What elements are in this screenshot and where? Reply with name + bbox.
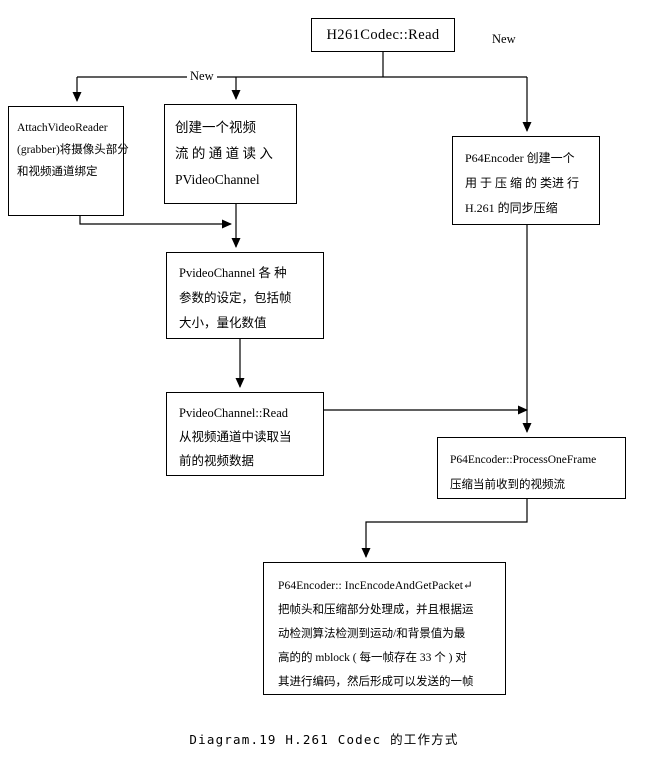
- node-attach-video-reader[interactable]: AttachVideoReader (grabber)将摄像头部分 和视频通道绑…: [8, 106, 129, 216]
- diagram-caption: Diagram.19 H.261 Codec 的工作方式: [189, 732, 459, 747]
- edge-attach-to-spine: [79, 216, 232, 229]
- node-line: AttachVideoReader: [17, 122, 108, 134]
- node-create-video-channel[interactable]: 创建一个视频 流 的 通 道 读 入 PVideoChannel: [164, 104, 297, 204]
- node-process-one-frame[interactable]: P64Encoder::ProcessOneFrame 压缩当前收到的视频流: [437, 437, 626, 499]
- node-line: 其进行编码，然后形成可以发送的一帧: [278, 676, 474, 688]
- node-pvideochannel-read[interactable]: PvideoChannel::Read 从视频通道中读取当 前的视频数据: [166, 392, 324, 476]
- node-line: 动检测算法检测到运动/和背景值为最: [278, 628, 466, 640]
- node-line: 把帧头和压缩部分处理成，并且根据运: [278, 604, 474, 616]
- node-line: 参数的设定，包括帧: [179, 291, 292, 305]
- node-line: 从视频通道中读取当: [179, 430, 292, 444]
- node-line: 高的的 mblock ( 每一帧存在 33 个 ) 对: [278, 652, 467, 664]
- node-line: 创建一个视频: [175, 120, 256, 135]
- node-line: H.261 的同步压缩: [465, 201, 558, 215]
- node-line: 前的视频数据: [179, 454, 255, 468]
- node-line: P64Encoder:: IncEncodeAndGetPacket↵: [278, 580, 473, 592]
- node-line: H261Codec::Read: [326, 26, 440, 43]
- node-inc-encode-and-get-packet[interactable]: P64Encoder:: IncEncodeAndGetPacket↵ 把帧头和…: [263, 562, 506, 695]
- node-line: P64Encoder 创建一个: [465, 151, 575, 165]
- node-line: PVideoChannel: [175, 172, 260, 187]
- node-line: 流 的 通 道 读 入: [175, 146, 273, 161]
- node-line: (grabber)将摄像头部分: [17, 144, 129, 156]
- edge-label-new-right: New: [489, 32, 519, 46]
- node-line: PvideoChannel 各 种: [179, 266, 287, 280]
- node-line: 用 于 压 缩 的 类进 行: [465, 176, 580, 190]
- node-channel-params[interactable]: PvideoChannel 各 种 参数的设定，包括帧 大小，量化数值: [166, 252, 324, 339]
- node-line: 和视频通道绑定: [17, 166, 98, 178]
- edge-label-new-left: New: [187, 69, 217, 83]
- node-line: PvideoChannel::Read: [179, 406, 289, 420]
- node-h261codec-read[interactable]: H261Codec::Read: [311, 18, 455, 52]
- edge-pof-to-inc: [361, 499, 528, 558]
- node-line: 大小，量化数值: [179, 316, 267, 330]
- node-p64encoder-new[interactable]: P64Encoder 创建一个 用 于 压 缩 的 类进 行 H.261 的同步…: [452, 136, 600, 225]
- node-line: P64Encoder::ProcessOneFrame: [450, 454, 597, 466]
- node-line: 压缩当前收到的视频流: [450, 479, 565, 491]
